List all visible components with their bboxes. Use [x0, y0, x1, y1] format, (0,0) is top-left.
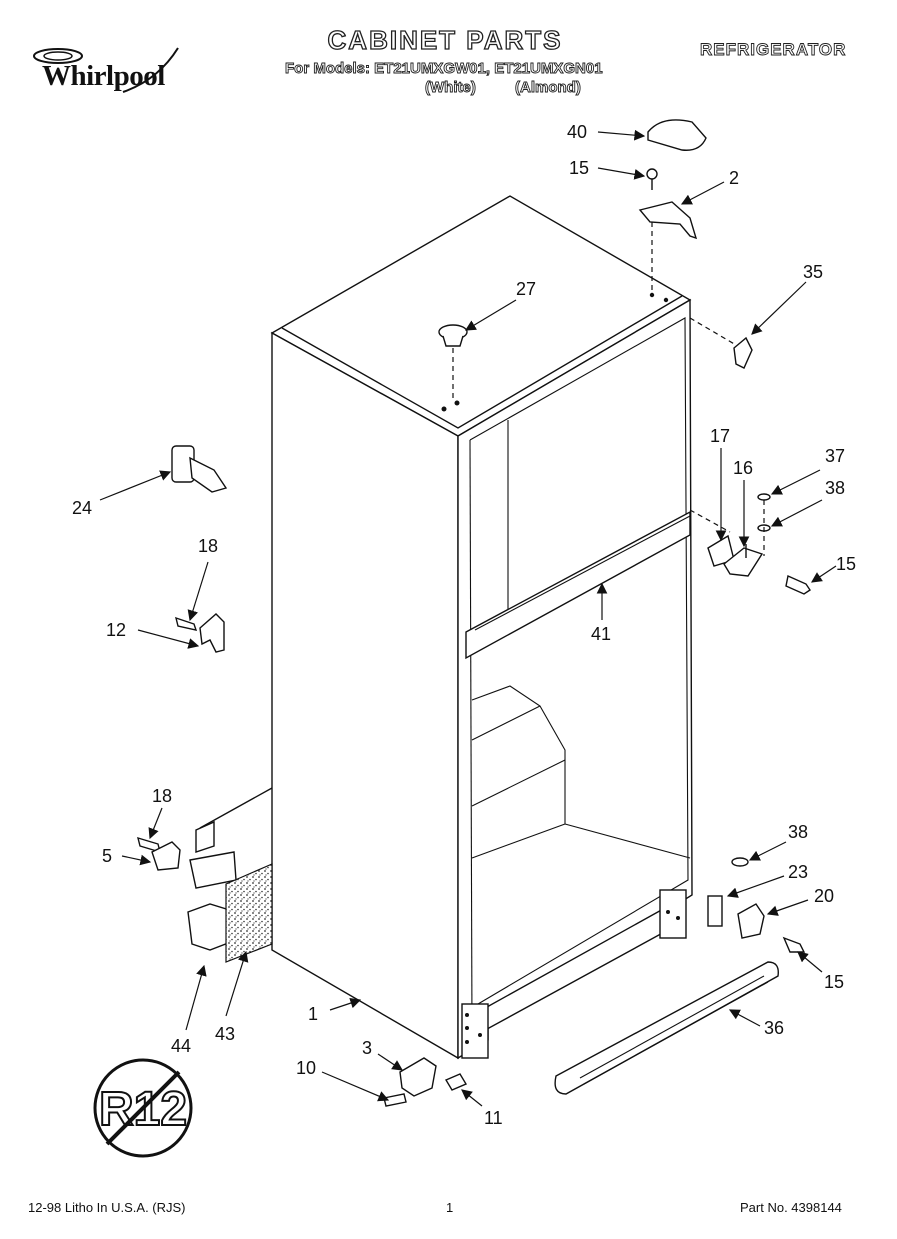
- callout-40: 40: [567, 122, 587, 142]
- bracket-part-5: [151, 841, 181, 871]
- insulation-part-43: [225, 863, 273, 963]
- callout-5: 5: [102, 846, 112, 866]
- callout-1: 1: [308, 1004, 318, 1024]
- callout-35: 35: [803, 262, 823, 282]
- callout-20: 20: [814, 886, 834, 906]
- r12-label: R12: [99, 1083, 187, 1136]
- callout-38-lower: 38: [788, 822, 808, 842]
- callout-41: 41: [591, 624, 611, 644]
- bracket-part-12: [175, 613, 225, 653]
- appliance-type: REFRIGERATOR: [700, 40, 847, 60]
- lower-left-parts: [137, 787, 273, 963]
- hinge-cover-part-40: [647, 119, 707, 151]
- screw-part-10: [383, 1093, 407, 1107]
- callout-2: 2: [729, 168, 739, 188]
- callout-15-bottom: 15: [824, 972, 844, 992]
- callout-18-upper: 18: [198, 536, 218, 556]
- callout-38-upper: 38: [825, 478, 845, 498]
- lower-right-parts: [707, 857, 806, 953]
- callout-3: 3: [362, 1038, 372, 1058]
- models-line: For Models: ET21UMXGW01, ET21UMXGN01: [285, 60, 603, 78]
- screw-part-15-bottom: [782, 936, 806, 953]
- callout-44: 44: [171, 1036, 191, 1056]
- callout-18-lower: 18: [152, 786, 172, 806]
- page-number: 1: [446, 1200, 454, 1215]
- washer-part-38-lower: [731, 857, 749, 867]
- leveling-pin-part-24: [171, 445, 228, 493]
- callout-16: 16: [733, 458, 753, 478]
- callout-37: 37: [825, 446, 845, 466]
- variant-white: (White): [425, 79, 477, 97]
- washer-part-37: [757, 493, 771, 501]
- screw-part-18-upper: [175, 616, 198, 631]
- whirlpool-logo: Whirlpool: [28, 40, 188, 100]
- leveler-parts: [383, 1057, 468, 1107]
- callout-12: 12: [106, 620, 126, 640]
- logo-swirl-icon: [33, 47, 179, 93]
- screw-part-15-mid: [785, 575, 811, 595]
- callout-43: 43: [215, 1024, 235, 1044]
- callout-11: 11: [484, 1108, 503, 1128]
- callout-23: 23: [788, 862, 808, 882]
- brand-name: Whirlpool: [42, 60, 165, 92]
- callout-arrows: [99, 129, 837, 1107]
- callout-15-top: 15: [569, 158, 589, 178]
- callout-24: 24: [72, 498, 92, 518]
- callout-10: 10: [296, 1058, 316, 1078]
- hinge-pin-part-35: [689, 317, 753, 369]
- variant-almond: (Almond): [515, 79, 582, 97]
- part-number: Part No. 4398144: [740, 1200, 842, 1215]
- top-hinge-part-2: [638, 201, 698, 240]
- cabinet-shell: [270, 195, 693, 1060]
- leveler-bracket-part-3: [399, 1057, 437, 1097]
- callout-36: 36: [764, 1018, 784, 1038]
- plug-part-27: [438, 324, 468, 400]
- page-title: CABINET PARTS: [327, 24, 563, 55]
- print-info: 12-98 Litho In U.S.A. (RJS): [28, 1200, 186, 1215]
- shim-part-23: [707, 895, 723, 927]
- bottom-hinge-part-20: [737, 903, 765, 939]
- callout-27: 27: [516, 279, 536, 299]
- leveler-part-11: [444, 1073, 468, 1091]
- screw-part-15-top: [646, 168, 658, 190]
- callout-15-mid: 15: [836, 554, 856, 574]
- callout-17: 17: [710, 426, 730, 446]
- callout-labels: 40 15 2 35 27 17 16 37 38 15 24 18 12 41…: [72, 122, 856, 1128]
- no-r12-icon: R12: [93, 1058, 193, 1158]
- middle-hinge-part-16-17: [689, 493, 811, 595]
- toe-grille-part-36: [554, 961, 779, 1095]
